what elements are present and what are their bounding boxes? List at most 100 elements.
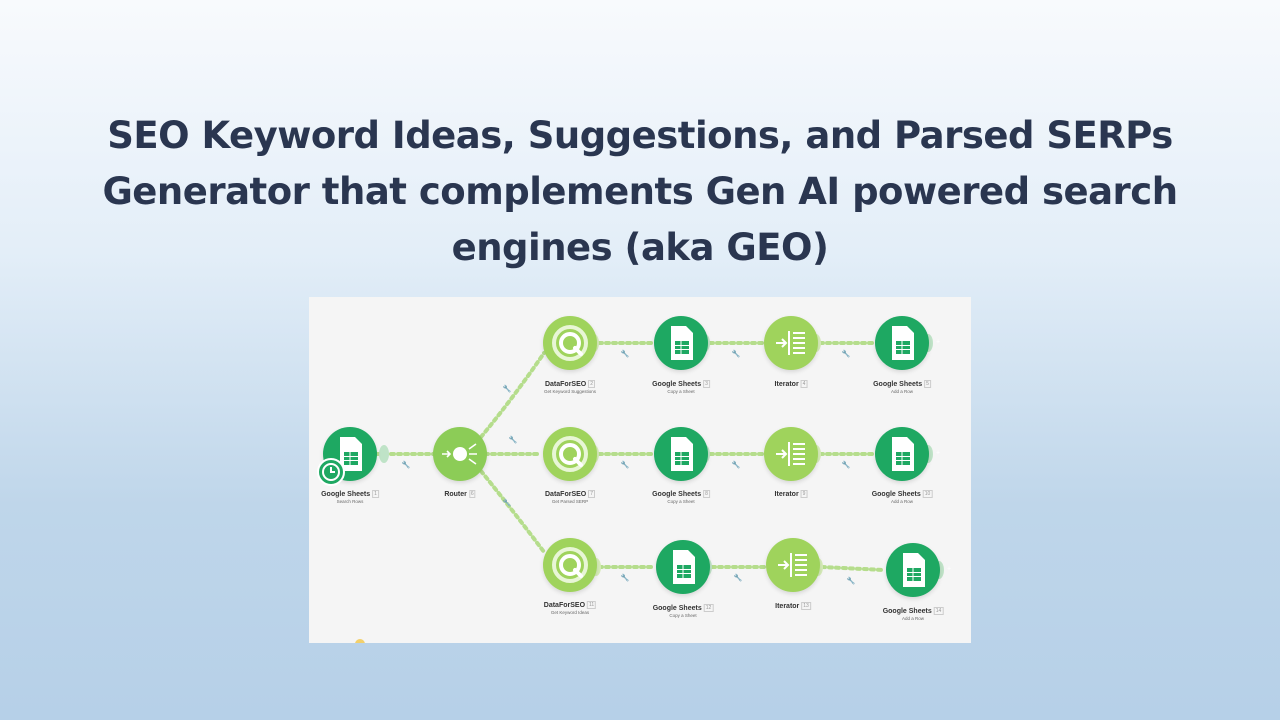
module-iterator[interactable] <box>766 538 820 592</box>
module-google-sheets-copy[interactable] <box>654 316 708 370</box>
module-number: 2 <box>588 380 595 388</box>
dataforseo-icon <box>552 547 588 583</box>
module-name: Iterator <box>774 490 799 498</box>
wrench-icon[interactable]: 🔧 <box>620 462 630 469</box>
module-name: Google Sheets <box>873 380 923 388</box>
wrench-icon[interactable]: 🔧 <box>502 386 512 393</box>
module-name: DataForSEO <box>544 380 587 388</box>
router-icon <box>442 443 477 465</box>
sheets-icon <box>673 550 695 584</box>
module-action: Get Parsed SERP <box>551 499 589 504</box>
module-number: 13 <box>801 602 811 610</box>
sheets-icon <box>671 437 693 471</box>
module-action: Search Rows <box>336 499 364 504</box>
module-name: DataForSEO <box>543 601 586 609</box>
sheets-icon <box>892 437 914 471</box>
module-action: Get Keyword Suggestions <box>543 389 597 394</box>
connector-layer <box>375 334 944 579</box>
module-number: 12 <box>703 604 714 612</box>
iterator-icon <box>778 553 807 577</box>
wrench-icon[interactable]: 🔧 <box>733 575 743 582</box>
title-line-1: SEO Keyword Ideas, Suggestions, and Pars… <box>107 114 1173 157</box>
module-google-sheets-add-row[interactable] <box>875 427 929 481</box>
dataforseo-icon <box>552 325 588 361</box>
module-name: Iterator <box>774 380 799 388</box>
sheets-icon <box>671 326 693 360</box>
module-number: 5 <box>924 380 931 388</box>
module-number: 14 <box>933 607 944 615</box>
module-router[interactable] <box>433 427 487 481</box>
module-number: 3 <box>703 380 710 388</box>
module-dataforseo-keyword-suggestions[interactable] <box>543 316 597 370</box>
wrench-icon[interactable]: 🔧 <box>401 462 411 469</box>
module-name: Router <box>444 490 467 498</box>
module-number: 10 <box>922 490 933 498</box>
module-dataforseo-parsed-serp[interactable] <box>543 427 597 481</box>
title-line-2: Generator that complements Gen AI powere… <box>102 170 1178 213</box>
module-action: Add a Row <box>890 499 914 504</box>
module-action: Copy a Sheet <box>667 499 695 504</box>
module-number: 9 <box>800 490 808 498</box>
wrench-icon[interactable]: 🔧 <box>620 575 630 582</box>
module-google-sheets-add-row[interactable] <box>875 316 929 370</box>
clock-icon <box>317 458 345 486</box>
module-dataforseo-keyword-ideas[interactable] <box>543 538 597 592</box>
sheets-icon <box>903 553 925 587</box>
module-name: Google Sheets <box>652 380 702 388</box>
module-google-sheets-add-row[interactable] <box>886 543 940 597</box>
module-action: Add a Row <box>890 389 914 394</box>
module-action: Add a Row <box>901 616 925 621</box>
wrench-icon[interactable]: 🔧 <box>620 351 630 358</box>
module-name: Google Sheets <box>321 490 371 498</box>
iterator-icon <box>776 442 805 466</box>
scenario-canvas[interactable]: 🔧 🔧 🔧 🔧 🔧 🔧 🔧 🔧 🔧 🔧 🔧 🔧 🔧 + + + Google S… <box>309 297 971 643</box>
wrench-icon[interactable]: 🔧 <box>502 500 512 507</box>
add-module-icon[interactable]: + <box>946 565 952 573</box>
wrench-icon[interactable]: 🔧 <box>841 351 851 358</box>
module-name: Google Sheets <box>871 490 921 498</box>
dataforseo-icon <box>552 436 588 472</box>
module-number: 1 <box>372 490 379 498</box>
wrench-icon[interactable]: 🔧 <box>841 462 851 469</box>
module-name: Google Sheets <box>652 604 702 612</box>
sheets-icon <box>892 326 914 360</box>
module-name: Google Sheets <box>882 607 932 615</box>
module-iterator[interactable] <box>764 316 818 370</box>
slide-title: SEO Keyword Ideas, Suggestions, and Pars… <box>60 108 1220 276</box>
module-action: Copy a Sheet <box>669 613 697 618</box>
sheets-icon <box>340 437 362 471</box>
wrench-icon[interactable]: 🔧 <box>731 351 741 358</box>
module-google-sheets-copy[interactable] <box>654 427 708 481</box>
module-number: 4 <box>800 380 808 388</box>
wrench-icon[interactable]: 🔧 <box>846 578 856 585</box>
module-name: Google Sheets <box>652 490 702 498</box>
title-line-3: engines (aka GEO) <box>451 226 829 269</box>
module-iterator[interactable] <box>764 427 818 481</box>
module-google-sheets-copy[interactable] <box>656 540 710 594</box>
canvas-corner-marker <box>355 639 365 643</box>
module-number: 7 <box>588 490 596 498</box>
wrench-icon[interactable]: 🔧 <box>508 437 518 444</box>
module-name: DataForSEO <box>544 490 587 498</box>
wrench-icon[interactable]: 🔧 <box>731 462 741 469</box>
iterator-icon <box>776 331 805 355</box>
add-module-icon[interactable]: + <box>935 449 941 457</box>
module-name: Iterator <box>775 602 800 610</box>
module-number: 11 <box>587 601 597 609</box>
module-number: 8 <box>703 490 710 498</box>
add-module-icon[interactable]: + <box>935 338 941 346</box>
module-action: Get Keyword Ideas <box>550 610 590 615</box>
